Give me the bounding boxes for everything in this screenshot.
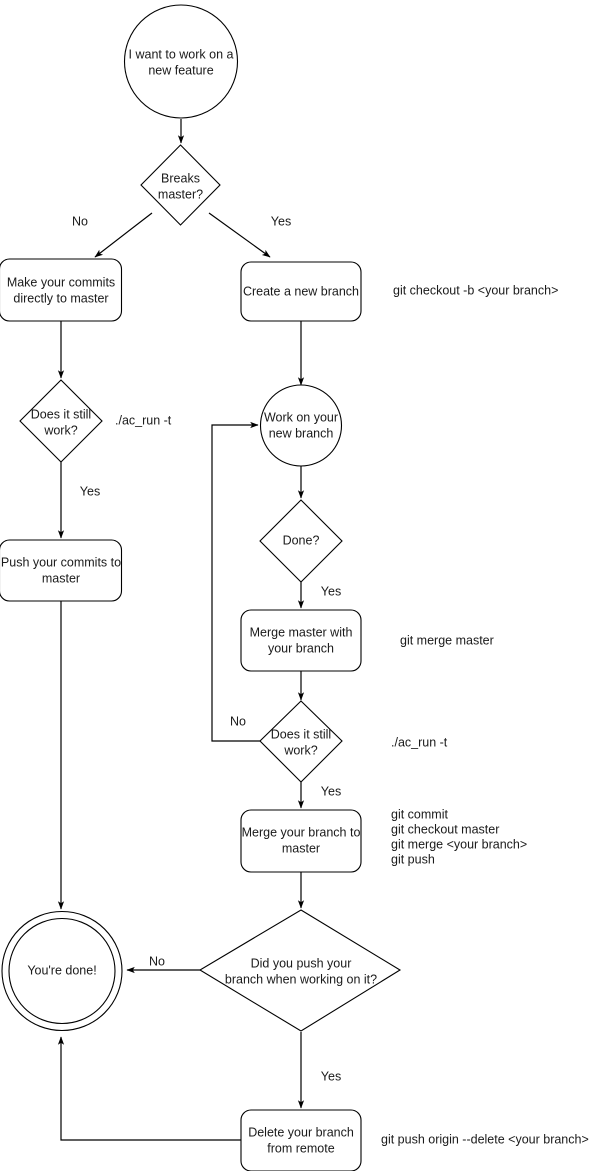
youre-done-inner-ring xyxy=(8,917,116,1025)
node-create-branch-label: Create a new branch xyxy=(243,284,359,298)
node-does-it-work-left-label-line1: Does it still xyxy=(31,407,91,421)
node-work-on-branch-label-line1: Work on your xyxy=(264,410,338,424)
annotation-merge-to-master-command-2: git checkout master xyxy=(391,822,499,836)
node-delete-branch-label-line2: from remote xyxy=(267,1141,334,1155)
node-does-it-work-right-label-line2: work? xyxy=(283,743,317,757)
node-merge-branch-to-master-label-line2: master xyxy=(282,841,320,855)
annotation-does-it-work-right-command: ./ac_run -t xyxy=(391,735,448,749)
annotation-create-branch-command: git checkout -b <your branch> xyxy=(393,283,558,297)
edge-breaks-master-no xyxy=(94,212,153,258)
node-merge-branch-to-master[interactable]: Merge your branch to master xyxy=(240,809,362,873)
node-start-label-line1: I want to work on a xyxy=(129,47,234,61)
node-start-label-line2: new feature xyxy=(148,63,213,77)
edge-label-did-you-push-yes: Yes xyxy=(321,1069,341,1083)
edge-label-did-you-push-no: No xyxy=(149,954,165,968)
node-breaks-master[interactable]: Breaks master? xyxy=(140,144,221,226)
node-does-it-work-left-label-line2: work? xyxy=(43,423,77,437)
node-merge-master-label-line1: Merge master with xyxy=(250,625,353,639)
edge-label-breaks-master-no: No xyxy=(72,214,88,228)
annotation-merge-master-command: git merge master xyxy=(400,633,494,647)
edge-label-does-it-work-right-no: No xyxy=(230,714,246,728)
node-does-it-work-right[interactable]: Does it still work? xyxy=(259,700,343,783)
node-youre-done-label: You're done! xyxy=(27,963,96,977)
node-youre-done[interactable]: You're done! xyxy=(1,910,123,1032)
node-make-commits[interactable]: Make your commits directly to master xyxy=(0,258,123,322)
node-make-commits-label-line1: Make your commits xyxy=(7,275,115,289)
node-make-commits-label-line2: directly to master xyxy=(13,291,108,305)
node-did-you-push-label-line2: branch when working on it? xyxy=(225,972,377,986)
node-did-you-push-label-line1: Did you push your xyxy=(251,956,352,970)
node-merge-branch-to-master-label-line1: Merge your branch to xyxy=(242,825,361,839)
annotation-merge-to-master-command-1: git commit xyxy=(391,807,448,821)
node-done-question[interactable]: Done? xyxy=(259,499,343,583)
node-work-on-branch[interactable]: Work on your new branch xyxy=(259,384,343,467)
annotation-merge-to-master-command-4: git push xyxy=(391,852,435,866)
edge-label-does-it-work-left-yes: Yes xyxy=(80,484,100,498)
node-delete-branch[interactable]: Delete your branch from remote xyxy=(240,1109,362,1171)
node-push-commits-label-line1: Push your commits to xyxy=(1,555,121,569)
node-breaks-master-label-line1: Breaks xyxy=(161,171,200,185)
annotation-does-it-work-left-command: ./ac_run -t xyxy=(115,413,172,427)
node-merge-master-label-line2: your branch xyxy=(268,641,334,655)
annotation-delete-branch-command: git push origin --delete <your branch> xyxy=(381,1132,589,1146)
node-start[interactable]: I want to work on a new feature xyxy=(123,4,239,119)
node-does-it-work-left[interactable]: Does it still work? xyxy=(19,379,103,463)
node-does-it-work-right-label-line1: Does it still xyxy=(271,727,331,741)
node-did-you-push[interactable]: Did you push your branch when working on… xyxy=(198,909,402,1032)
node-push-commits-label-line2: master xyxy=(42,571,80,585)
annotation-merge-to-master-command-3: git merge <your branch> xyxy=(391,837,527,851)
edge-label-does-it-work-right-yes: Yes xyxy=(321,784,341,798)
edge-label-breaks-master-yes: Yes xyxy=(271,214,291,228)
edge-label-done-yes: Yes xyxy=(321,584,341,598)
edge-breaks-master-yes xyxy=(208,212,271,258)
edge-does-it-work-right-no-loop xyxy=(211,421,261,742)
node-delete-branch-label-line1: Delete your branch xyxy=(248,1125,354,1139)
node-done-question-label: Done? xyxy=(283,533,320,547)
node-work-on-branch-label-line2: new branch xyxy=(269,426,334,440)
edge-delete-branch-to-done xyxy=(57,1036,241,1141)
node-merge-master-with-branch[interactable]: Merge master with your branch xyxy=(240,609,362,672)
node-push-commits[interactable]: Push your commits to master xyxy=(0,539,123,602)
node-create-branch[interactable]: Create a new branch xyxy=(240,261,362,322)
node-breaks-master-label-line2: master? xyxy=(158,187,203,201)
